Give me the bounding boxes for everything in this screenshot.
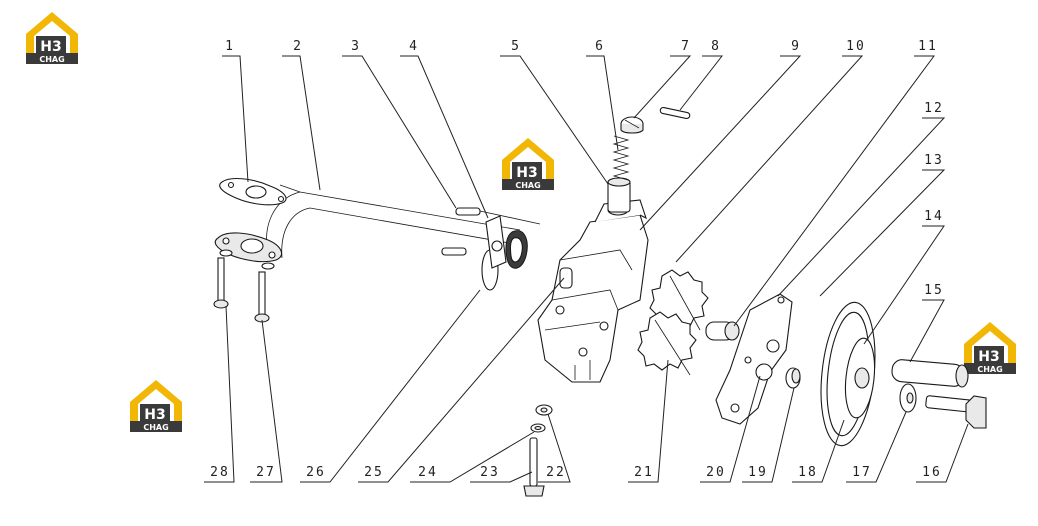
part-drive-gear <box>820 301 876 447</box>
callout-15: 15 <box>924 283 944 298</box>
callout-2: 2 <box>293 39 303 54</box>
watermark-logo-right: H3 CHAG <box>964 322 1016 374</box>
callout-27: 27 <box>256 465 276 480</box>
leader-lines <box>204 55 969 483</box>
part-pump-body <box>537 199 649 383</box>
callout-21: 21 <box>634 465 654 480</box>
part-dowel-pins <box>441 207 541 256</box>
part-pipe-flange <box>214 232 283 263</box>
parts-drawing <box>213 106 987 497</box>
callout-24: 24 <box>418 465 438 480</box>
callout-23: 23 <box>480 465 500 480</box>
part-body-gasket <box>485 215 528 269</box>
watermark-brand-top: H3 <box>516 165 537 181</box>
part-bolt-16 <box>925 395 987 429</box>
watermark-brand-top: H3 <box>978 349 999 365</box>
callout-5: 5 <box>511 39 521 54</box>
part-shaft-spacer <box>891 359 969 388</box>
watermark-brand-bottom: CHAG <box>977 365 1002 374</box>
callout-12: 12 <box>924 101 944 116</box>
watermark-logo-bottom-left: H3 CHAG <box>130 380 182 432</box>
callout-20: 20 <box>706 465 726 480</box>
watermark-logo-center: H3 CHAG <box>502 138 554 190</box>
callout-16: 16 <box>922 465 942 480</box>
callout-17: 17 <box>852 465 872 480</box>
watermark-brand-top: H3 <box>144 407 165 423</box>
callout-7: 7 <box>681 39 691 54</box>
callout-13: 13 <box>924 153 944 168</box>
callout-9: 9 <box>791 39 801 54</box>
callout-3: 3 <box>351 39 361 54</box>
callout-26: 26 <box>306 465 326 480</box>
part-bushing <box>705 321 740 341</box>
callout-19: 19 <box>748 465 768 480</box>
part-cover-plate <box>715 293 793 425</box>
callout-18: 18 <box>798 465 818 480</box>
callout-11: 11 <box>918 39 938 54</box>
callout-14: 14 <box>924 209 944 224</box>
part-suction-pipe <box>266 184 521 291</box>
watermark-logo-top-left: H3 CHAG <box>26 12 78 64</box>
callout-1: 1 <box>225 39 235 54</box>
watermark-brand-top: H3 <box>40 39 61 55</box>
part-bolt-28 <box>213 249 233 309</box>
callout-numbers: 1 2 3 4 5 6 7 8 9 10 11 12 13 14 15 16 1… <box>210 39 944 480</box>
part-gear-rotors <box>637 269 709 376</box>
callout-4: 4 <box>409 39 419 54</box>
watermark-brand-bottom: CHAG <box>515 181 540 190</box>
callout-28: 28 <box>210 465 230 480</box>
callout-10: 10 <box>846 39 866 54</box>
watermark-brand-bottom: CHAG <box>39 55 64 64</box>
part-washer-19 <box>785 367 801 389</box>
part-flange-gasket <box>219 177 287 206</box>
part-washer-17 <box>899 383 917 413</box>
watermark-brand-bottom: CHAG <box>143 423 168 432</box>
callout-25: 25 <box>364 465 384 480</box>
part-relief-valve <box>607 116 644 213</box>
part-bolt-23 <box>523 404 553 497</box>
callout-6: 6 <box>595 39 605 54</box>
callout-8: 8 <box>711 39 721 54</box>
part-pin-8 <box>659 106 691 120</box>
part-bolt-27 <box>254 262 275 323</box>
callout-22: 22 <box>546 465 566 480</box>
